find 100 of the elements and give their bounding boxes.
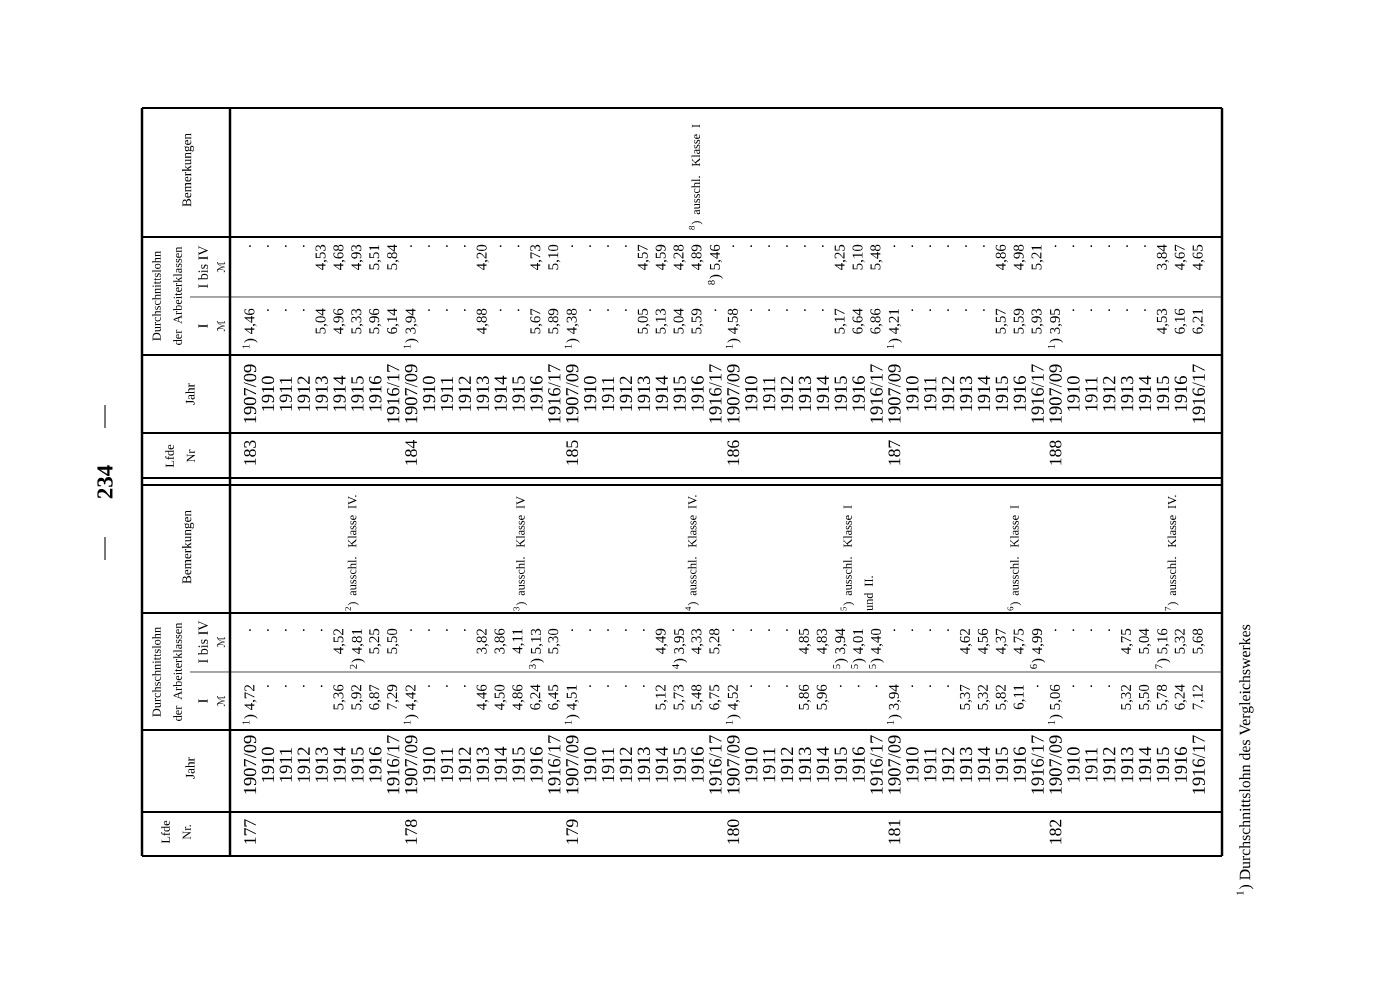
wage-value: . xyxy=(607,685,609,687)
year-text: 1913 xyxy=(637,747,650,782)
wage-value: 5,10 xyxy=(852,244,865,270)
wage-value: 5,28 xyxy=(709,628,722,654)
year-text: 1914 xyxy=(816,375,829,411)
year-text: 1911 xyxy=(601,377,615,411)
unit-symbol: ℳ xyxy=(216,261,226,273)
year-text: 1916/17 xyxy=(709,364,722,423)
year-text: 1916 xyxy=(1013,747,1026,782)
wage-value: . xyxy=(965,245,967,247)
wage-value: 6,24 xyxy=(1174,684,1187,710)
wage-value: . xyxy=(786,245,788,247)
year-text: 1911 xyxy=(279,377,292,411)
column-header: Durchschnittslohn der Arbeiterklassen xyxy=(152,622,182,721)
row-number: 179 xyxy=(566,819,579,844)
unit-symbol: ℳ xyxy=(216,695,226,707)
wage-value: 4,96 xyxy=(333,308,346,335)
wage-value: 5,21 xyxy=(1031,245,1044,270)
wage-value: . xyxy=(302,685,305,687)
column-header: Jahr xyxy=(185,757,195,779)
column-header: Jahr xyxy=(185,383,195,405)
wage-value: 5,82 xyxy=(995,685,1008,710)
year-text: 1915 xyxy=(834,376,847,411)
year-text: 1910 xyxy=(745,747,758,782)
year-text: 1910 xyxy=(1067,376,1080,411)
row-number: 186 xyxy=(727,440,740,465)
wage-value: . xyxy=(428,629,430,631)
wage-value: . xyxy=(463,245,466,247)
year-text: 1915 xyxy=(512,747,525,782)
wage-value: 6,87 xyxy=(369,684,382,710)
wage-value: 4,75 xyxy=(1121,628,1134,655)
wage-value: 4,85 xyxy=(798,628,811,655)
wage-value: 4,65 xyxy=(1192,244,1205,271)
wage-value: 5,48 xyxy=(870,244,883,270)
year-text: 1916/17 xyxy=(870,735,883,794)
wage-value: 3,86 xyxy=(494,628,507,654)
year-text: 1907/09 xyxy=(566,364,579,423)
year-text: 1916/17 xyxy=(387,735,400,794)
year-text: 1910 xyxy=(422,747,436,782)
wage-value: 5,93 xyxy=(1031,308,1044,334)
wage-value: . xyxy=(1072,629,1075,631)
year-text: 1916/17 xyxy=(387,364,400,423)
wage-value: . xyxy=(589,629,591,631)
wage-value: 5,48 xyxy=(691,684,704,710)
wage-value: . xyxy=(786,685,788,687)
wage-value: . xyxy=(302,629,305,631)
wage-value: . xyxy=(446,245,448,247)
column-header: Lfde Nr. xyxy=(161,820,191,844)
wage-value: . xyxy=(947,245,949,247)
year-text: 1915 xyxy=(1156,747,1170,782)
wage-value: . xyxy=(1090,245,1093,247)
wage-value: . xyxy=(750,309,753,311)
wage-value: 5,32 xyxy=(1174,629,1187,654)
wage-value: . xyxy=(768,685,770,687)
year-text: 1911 xyxy=(1085,377,1098,411)
wage-value: 5,05 xyxy=(637,308,650,334)
wage-value: 5,92 xyxy=(351,685,364,710)
wage-value: 5,13 xyxy=(655,308,668,334)
wage-value: $^{1}$) 3,95 xyxy=(1048,308,1063,349)
wage-value: . xyxy=(320,685,323,687)
wage-value: . xyxy=(1054,245,1057,247)
wage-value: $^{1}$) 4,51 xyxy=(564,685,580,725)
year-text: 1915 xyxy=(673,376,686,411)
wage-value: . xyxy=(857,685,860,687)
wage-value: 5,33 xyxy=(351,308,364,334)
wage-value: . xyxy=(750,685,753,687)
wage-value: . xyxy=(1090,309,1093,311)
wage-value: . xyxy=(607,309,609,311)
year-text: 1916 xyxy=(852,376,865,411)
wage-value: . xyxy=(768,309,770,311)
wage-value: 4,59 xyxy=(655,244,668,271)
remark-text: $^{2}$) ausschl. Klasse IV. xyxy=(345,495,359,611)
wage-value: $^{5}$) 4,40 xyxy=(869,628,884,669)
wage-value: . xyxy=(714,309,717,311)
row-number: 181 xyxy=(888,819,901,844)
wage-value: 4,56 xyxy=(977,628,990,655)
column-header: Bemerkungen xyxy=(182,133,194,207)
wage-value: . xyxy=(642,629,645,631)
wage-value: 5,10 xyxy=(548,244,561,270)
wage-value: 5,50 xyxy=(1138,684,1152,710)
year-text: 1910 xyxy=(422,376,436,411)
year-text: 1913 xyxy=(959,376,973,411)
wage-value: . xyxy=(428,245,430,247)
wage-value: 4,57 xyxy=(637,244,650,271)
wage-value: . xyxy=(302,309,305,311)
wage-value: 5,50 xyxy=(387,628,400,654)
year-text: 1914 xyxy=(333,746,346,782)
year-text: 1911 xyxy=(762,748,776,782)
wage-value: . xyxy=(821,309,824,311)
year-text: 1907/09 xyxy=(727,735,740,794)
wage-value: . xyxy=(642,685,645,687)
year-text: 1911 xyxy=(440,377,454,411)
year-text: 1916/17 xyxy=(1192,364,1205,423)
wage-value: . xyxy=(446,685,448,687)
year-text: 1911 xyxy=(279,748,292,782)
wage-value: . xyxy=(1072,685,1075,687)
row-number: 180 xyxy=(727,819,740,844)
wage-value: . xyxy=(1036,685,1039,687)
wage-value: . xyxy=(607,245,609,247)
wage-value: 5,96 xyxy=(369,308,382,334)
